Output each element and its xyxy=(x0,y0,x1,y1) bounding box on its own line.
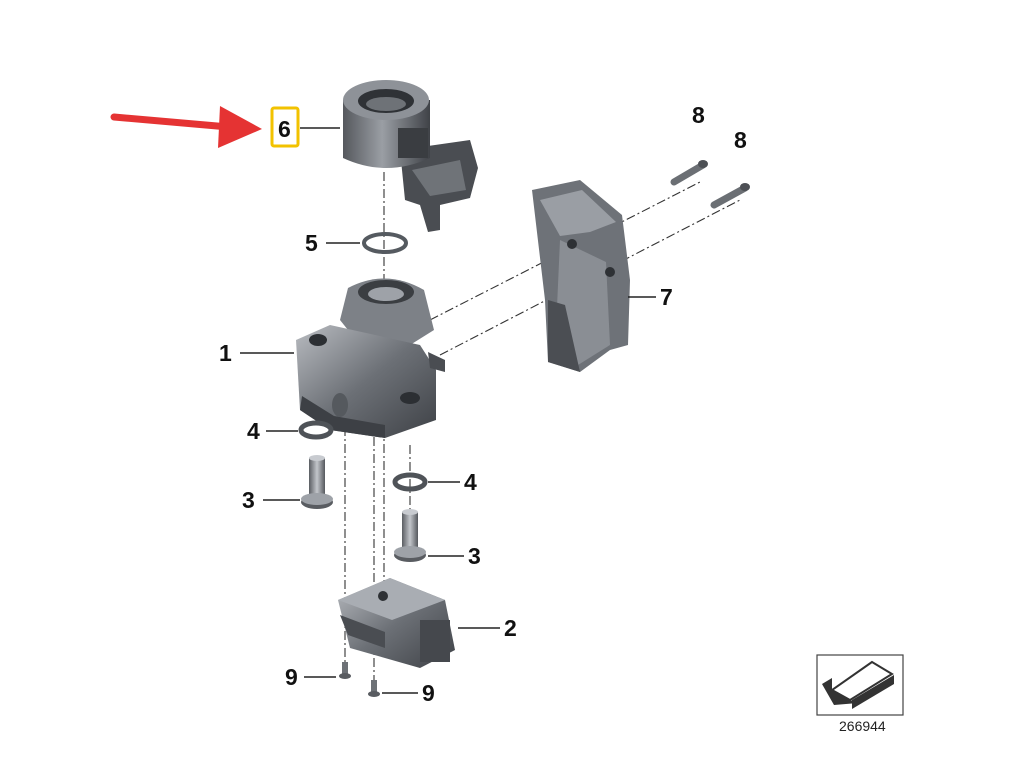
part-6-ring-switch xyxy=(343,80,478,232)
callout-8-right: 8 xyxy=(734,127,747,153)
part-2-actuator xyxy=(338,578,455,668)
part-5-o-ring xyxy=(362,232,408,254)
part-8-screws xyxy=(670,160,750,209)
callout-9-right: 9 xyxy=(422,680,435,706)
assembly-axis-lines xyxy=(344,172,741,685)
callout-3-left: 3 xyxy=(242,487,255,513)
part-9-small-screws xyxy=(339,662,380,697)
callout-5: 5 xyxy=(305,230,318,256)
callout-6: 6 xyxy=(278,116,291,142)
callout-2: 2 xyxy=(504,615,517,641)
callout-7: 7 xyxy=(660,284,673,310)
part-3-bolts xyxy=(301,455,426,562)
callout-4-right: 4 xyxy=(464,469,477,495)
callout-1: 1 xyxy=(219,340,232,366)
callout-4-left: 4 xyxy=(247,418,260,444)
callout-3-right: 3 xyxy=(468,543,481,569)
view-direction-icon xyxy=(816,654,904,716)
red-arrow-icon xyxy=(110,106,262,148)
callout-labels: 6 5 1 4 4 3 3 2 7 8 8 9 9 xyxy=(219,102,747,706)
callout-9-left: 9 xyxy=(285,664,298,690)
callout-6-highlight-box xyxy=(270,106,300,148)
catalog-number: 266944 xyxy=(839,718,886,734)
leader-lines xyxy=(240,127,656,694)
part-4-washers xyxy=(298,420,428,492)
callout-8-left: 8 xyxy=(692,102,705,128)
part-1-housing xyxy=(296,278,445,438)
part-7-bracket xyxy=(532,180,630,372)
